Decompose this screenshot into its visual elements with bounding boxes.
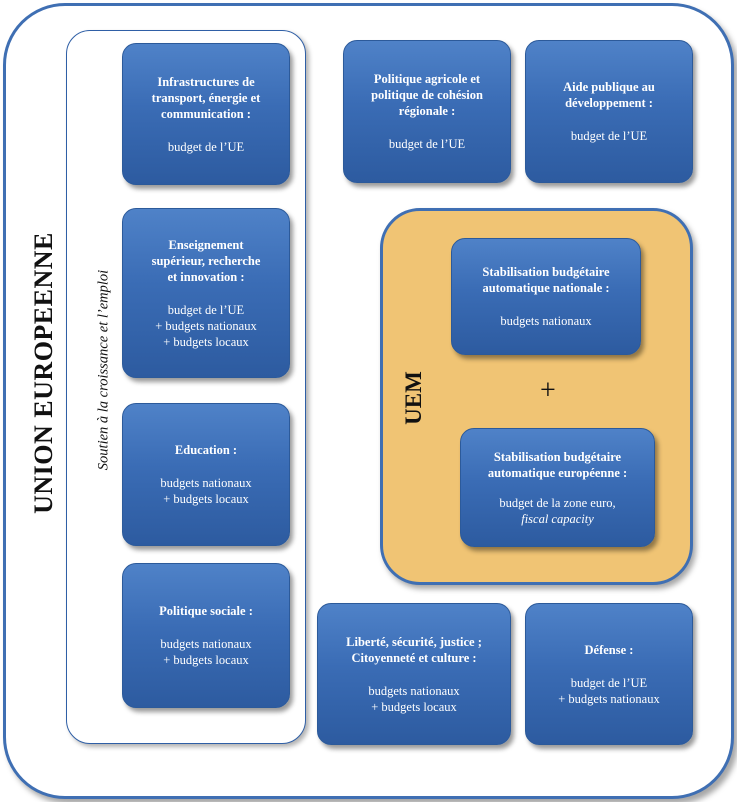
box-title: Stabilisation budgétaire automatique eur… xyxy=(487,449,628,480)
union-europeenne-label: UNION EUROPEENNE xyxy=(29,232,58,514)
box-body-italic: fiscal capacity xyxy=(521,511,594,526)
box-title: Education : xyxy=(174,443,238,457)
box-body: budget de l’UE xyxy=(388,137,466,151)
plus-sign: + xyxy=(540,375,556,406)
box-body: budget de l’UE + budgets nationaux + bud… xyxy=(155,302,257,349)
box-body: budgets nationaux + budgets locaux xyxy=(160,476,252,506)
box-title: Aide publique au développement : xyxy=(563,80,655,110)
uem-label: UEM xyxy=(401,371,426,425)
box-title: Défense : xyxy=(584,642,634,657)
box-body: budget de l’UE + budgets nationaux xyxy=(558,675,660,706)
box-title: Politique sociale : xyxy=(159,604,253,618)
box-defense: Défense : budget de l’UE + budgets natio… xyxy=(525,603,693,745)
box-body: budget de l’UE xyxy=(167,139,245,154)
box-enseignement: Enseignement supérieur, recherche et inn… xyxy=(122,208,290,378)
box-title: Enseignement supérieur, recherche et inn… xyxy=(151,237,261,284)
box-infrastructures: Infrastructures de transport, énergie et… xyxy=(122,43,290,185)
box-education: Education : budgets nationaux + budgets … xyxy=(122,403,290,546)
box-politique-sociale: Politique sociale : budgets nationaux + … xyxy=(122,563,290,708)
box-title: Politique agricole et politique de cohés… xyxy=(371,72,483,118)
box-aide-publique: Aide publique au développement : budget … xyxy=(525,40,693,183)
box-body: budgets nationaux + budgets locaux xyxy=(368,683,460,714)
box-title: Infrastructures de transport, énergie et… xyxy=(151,74,261,121)
box-title: Stabilisation budgétaire automatique nat… xyxy=(482,265,610,295)
box-politique-agricole: Politique agricole et politique de cohés… xyxy=(343,40,511,183)
box-body: budget de la zone euro, xyxy=(499,495,616,510)
box-title: Liberté, sécurité, justice ; Citoyenneté… xyxy=(346,634,482,665)
box-liberte-securite: Liberté, sécurité, justice ; Citoyenneté… xyxy=(317,603,511,745)
box-stabilisation-nationale: Stabilisation budgétaire automatique nat… xyxy=(451,238,641,355)
box-stabilisation-europeenne: Stabilisation budgétaire automatique eur… xyxy=(460,428,655,547)
croissance-emploi-label: Soutien à la croissance et l’emploi xyxy=(95,269,112,471)
box-body: budget de l’UE xyxy=(570,129,648,143)
box-body: budgets nationaux xyxy=(500,314,592,328)
box-body: budgets nationaux + budgets locaux xyxy=(160,637,252,667)
